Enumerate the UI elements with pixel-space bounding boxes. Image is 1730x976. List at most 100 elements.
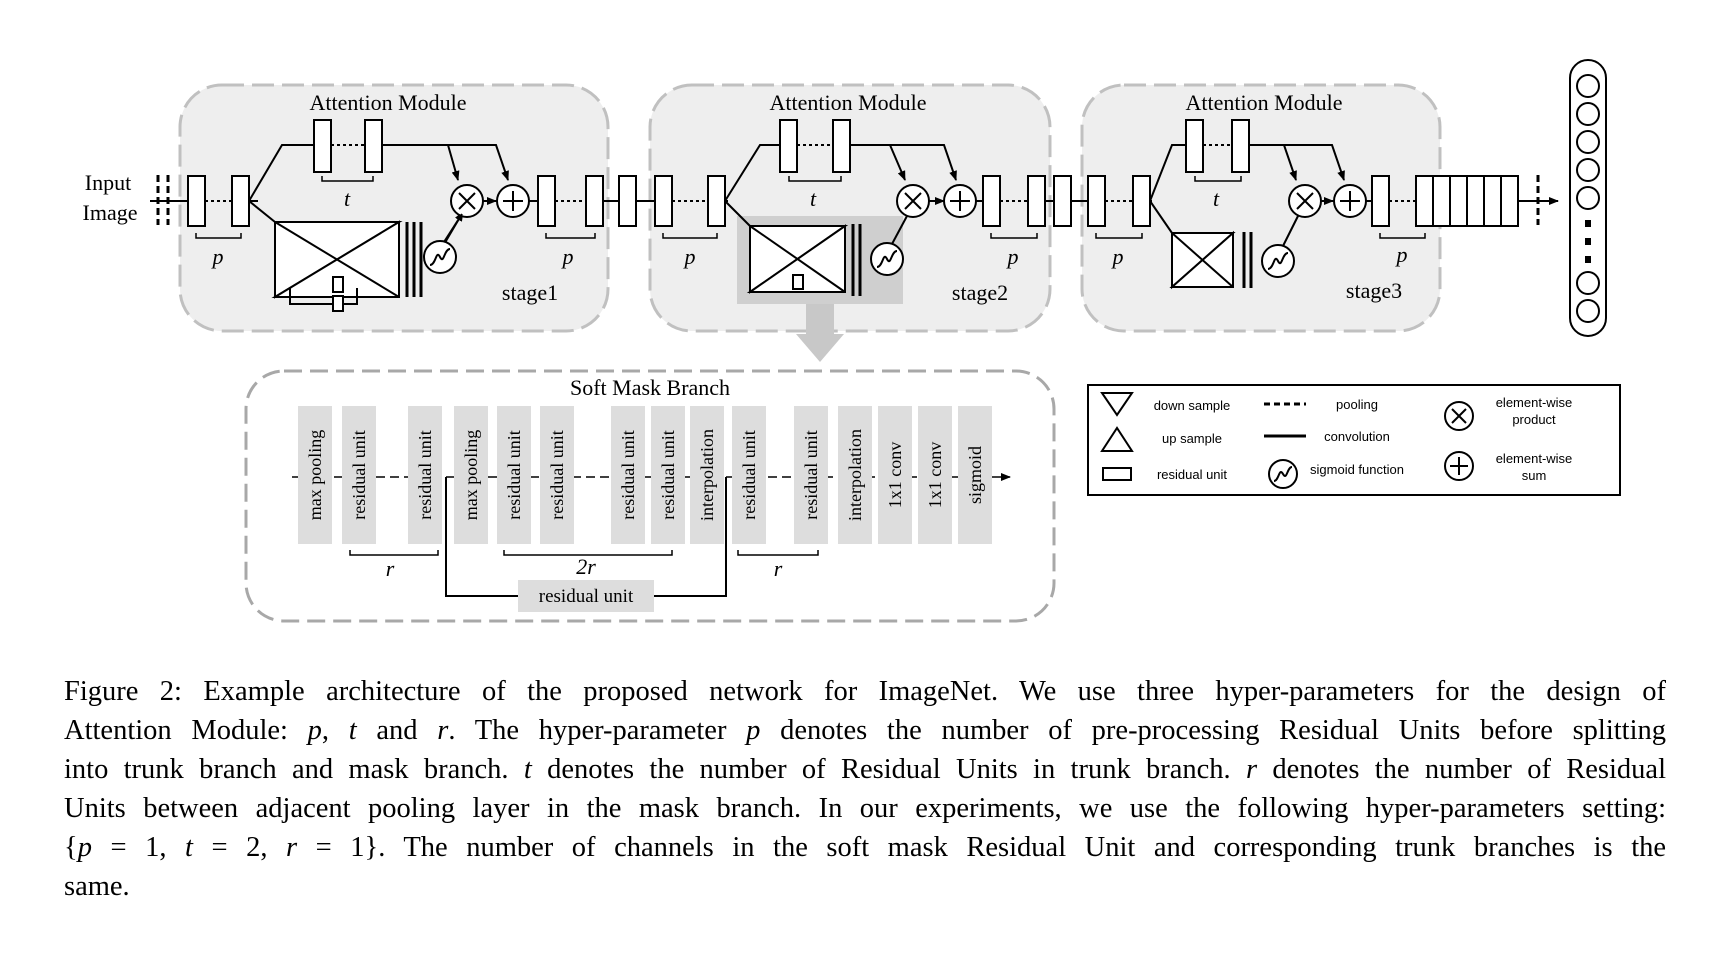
soft-mask-unit-label: interpolation	[697, 429, 717, 521]
t-bracket-2	[788, 176, 842, 182]
stage1-label: stage1	[502, 280, 558, 305]
caption-line: Figure 2: Example architecture of the pr…	[64, 676, 1666, 707]
soft-mask-unit-box	[651, 406, 685, 544]
soft-mask-box	[244, 369, 1056, 623]
residual-unit-icon	[1102, 467, 1132, 481]
soft-mask-unit-label: interpolation	[845, 429, 865, 521]
product-icons	[450, 184, 1322, 218]
soft-mask-unit-label: residual unit	[415, 430, 435, 519]
soft-mask-unit-box	[611, 406, 645, 544]
soft-mask-unit-label: residual unit	[504, 430, 524, 519]
soft-mask-unit-box	[298, 406, 332, 544]
svg-text:residual unit: residual unit	[1157, 467, 1227, 482]
soft-mask-unit-label: max pooling	[305, 430, 325, 521]
module1-hourglass	[271, 220, 403, 312]
soft-mask-unit-box	[497, 406, 531, 544]
t-bracket-1	[321, 176, 374, 182]
svg-text:sigmoid function: sigmoid function	[1310, 462, 1404, 477]
attention-module-2-title: Attention Module	[769, 90, 926, 115]
svg-text:down sample: down sample	[1154, 398, 1231, 413]
sigmoid-icons	[423, 213, 1299, 278]
main-residual-units	[187, 175, 1519, 227]
attention-module-1-title: Attention Module	[309, 90, 466, 115]
soft-mask-unit-box	[408, 406, 442, 544]
stage2-label: stage2	[952, 280, 1008, 305]
soft-mask-unit-box	[454, 406, 488, 544]
module3-hourglass	[1169, 230, 1236, 290]
output-ellipsis	[1585, 220, 1591, 263]
caption-line: same.	[64, 871, 130, 902]
soft-mask-unit-label: residual unit	[618, 430, 638, 519]
skip-residual-unit-label: residual unit	[539, 586, 634, 607]
svg-text:product: product	[1512, 412, 1556, 427]
input-label: Input	[85, 170, 131, 195]
soft-mask-unit-label: residual unit	[801, 430, 821, 519]
soft-mask-unit-box	[918, 406, 952, 544]
stage3-label: stage3	[1346, 278, 1402, 303]
t-label-3: t	[1213, 186, 1220, 211]
module1-trunk-units	[313, 119, 383, 173]
r-label-1: r	[386, 556, 395, 581]
t-bracket-3	[1194, 176, 1242, 182]
soft-mask-unit-label: max pooling	[461, 430, 481, 521]
caption-line: Attention Module: p, t and r. The hyper-…	[64, 715, 1667, 746]
legend: down sample up sample residual unit pool…	[1087, 384, 1621, 496]
svg-text:p: p	[211, 244, 224, 269]
image-label: Image	[83, 200, 138, 225]
soft-mask-title: Soft Mask Branch	[570, 375, 730, 400]
soft-mask-unit-box	[838, 406, 872, 544]
t-label-2: t	[810, 186, 817, 211]
attention-module-3-title: Attention Module	[1185, 90, 1342, 115]
module1-conv-bars	[405, 222, 423, 297]
module3-branches	[1149, 144, 1345, 234]
soft-mask-unit-box	[732, 406, 766, 544]
soft-mask-unit-label: residual unit	[739, 430, 759, 519]
soft-mask-unit-box	[958, 406, 992, 544]
output-layer	[1569, 59, 1607, 337]
svg-text:p: p	[683, 244, 696, 269]
module3-conv-bars	[1242, 232, 1253, 288]
2r-label: 2r	[576, 554, 596, 579]
svg-text:sum: sum	[1522, 468, 1547, 483]
caption-line: into trunk branch and mask branch. t den…	[64, 754, 1666, 785]
r-brackets	[349, 550, 819, 556]
architecture-diagram: Attention Module Attention Module Attent…	[83, 59, 1621, 623]
down-sample-icon	[1100, 392, 1134, 417]
caption-line: {p = 1, t = 2, r = 1}. The number of cha…	[64, 832, 1667, 863]
figure-caption: Figure 2: Example architecture of the pr…	[64, 672, 1666, 906]
soft-mask-unit-box	[878, 406, 912, 544]
svg-text:element-wise: element-wise	[1496, 451, 1573, 466]
module2-hourglass	[746, 224, 849, 294]
soft-mask-unit-label: residual unit	[658, 430, 678, 519]
soft-mask-unit-label: residual unit	[349, 430, 369, 519]
svg-text:element-wise: element-wise	[1496, 395, 1573, 410]
r-label-2: r	[774, 556, 783, 581]
svg-text:p: p	[1006, 244, 1019, 269]
svg-text:p: p	[561, 244, 574, 269]
svg-text:p: p	[1111, 244, 1124, 269]
p-labels: p p p p p p	[211, 242, 1408, 269]
caption-line: Units between adjacent pooling layer in …	[64, 793, 1666, 824]
svg-text:pooling: pooling	[1336, 397, 1378, 412]
soft-mask-unit-box	[342, 406, 376, 544]
skip-connection	[445, 477, 727, 597]
soft-mask-unit-box	[794, 406, 828, 544]
soft-mask-unit-label: residual unit	[547, 430, 567, 519]
skip-residual-unit	[518, 580, 654, 612]
svg-text:p: p	[1395, 242, 1408, 267]
soft-mask-unit-label: sigmoid	[965, 446, 985, 504]
soft-mask-unit-box	[540, 406, 574, 544]
svg-text:convolution: convolution	[1324, 429, 1390, 444]
soft-mask-units: max pooling residual unit residual unit max…	[298, 406, 992, 544]
module3-trunk-units	[1185, 119, 1250, 173]
svg-text:up sample: up sample	[1162, 431, 1222, 446]
sum-icons	[496, 184, 1367, 218]
soft-mask-unit-label: 1x1 conv	[925, 442, 945, 509]
t-label-1: t	[344, 186, 351, 211]
module2-trunk-units	[779, 119, 851, 173]
soft-mask-unit-box	[690, 406, 724, 544]
soft-mask-pointer-arrow	[796, 304, 844, 362]
up-sample-icon	[1100, 426, 1134, 452]
p-brackets	[195, 233, 1426, 239]
soft-mask-unit-label: 1x1 conv	[885, 442, 905, 509]
